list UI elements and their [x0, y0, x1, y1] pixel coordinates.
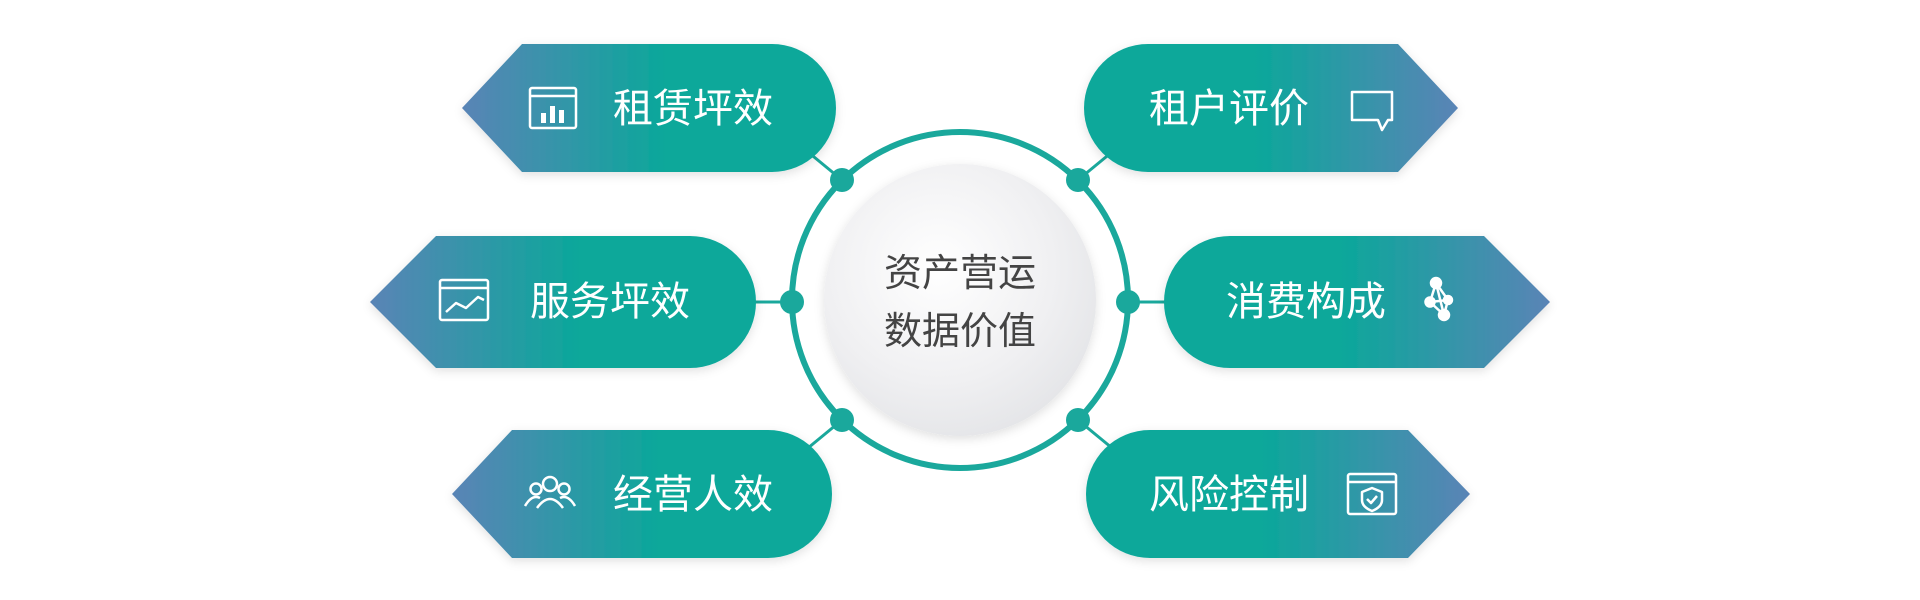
node-label-risk-control: 风险控制 [1149, 472, 1309, 518]
node-label-service-efficiency: 服务坪效 [530, 279, 690, 325]
people-group-icon [523, 475, 577, 509]
line-chart-window-icon [438, 278, 490, 322]
shield-window-icon [1346, 472, 1398, 516]
ring-dot-bottom-right [1066, 408, 1090, 432]
ring-dots [780, 168, 1140, 432]
node-label-rent-efficiency: 租赁坪效 [613, 86, 773, 132]
node-staff-efficiency[interactable]: 经营人效 [452, 430, 832, 558]
node-label-staff-efficiency: 经营人效 [613, 472, 773, 518]
node-service-efficiency[interactable]: 服务坪效 [370, 236, 756, 368]
node-label-consumption-composition: 消费构成 [1226, 279, 1386, 325]
center-disc [824, 164, 1096, 436]
bar-chart-window-icon [528, 86, 578, 130]
ring-dot-left [780, 290, 804, 314]
ring-dot-top-left [830, 168, 854, 192]
node-risk-control[interactable]: 风险控制 [1086, 430, 1470, 558]
ring-dot-bottom-left [830, 408, 854, 432]
center-title-line1: 资产营运 [884, 251, 1036, 295]
node-tenant-review[interactable]: 租户评价 [1084, 44, 1458, 172]
node-rent-efficiency[interactable]: 租赁坪效 [462, 44, 836, 172]
speech-bubble-icon [1350, 90, 1394, 132]
node-label-tenant-review: 租户评价 [1149, 86, 1309, 132]
network-nodes-icon [1424, 276, 1454, 322]
center-title-line2: 数据价值 [884, 309, 1036, 353]
ring-dot-right [1116, 290, 1140, 314]
ring-dot-top-right [1066, 168, 1090, 192]
node-consumption-composition[interactable]: 消费构成 [1164, 236, 1550, 368]
